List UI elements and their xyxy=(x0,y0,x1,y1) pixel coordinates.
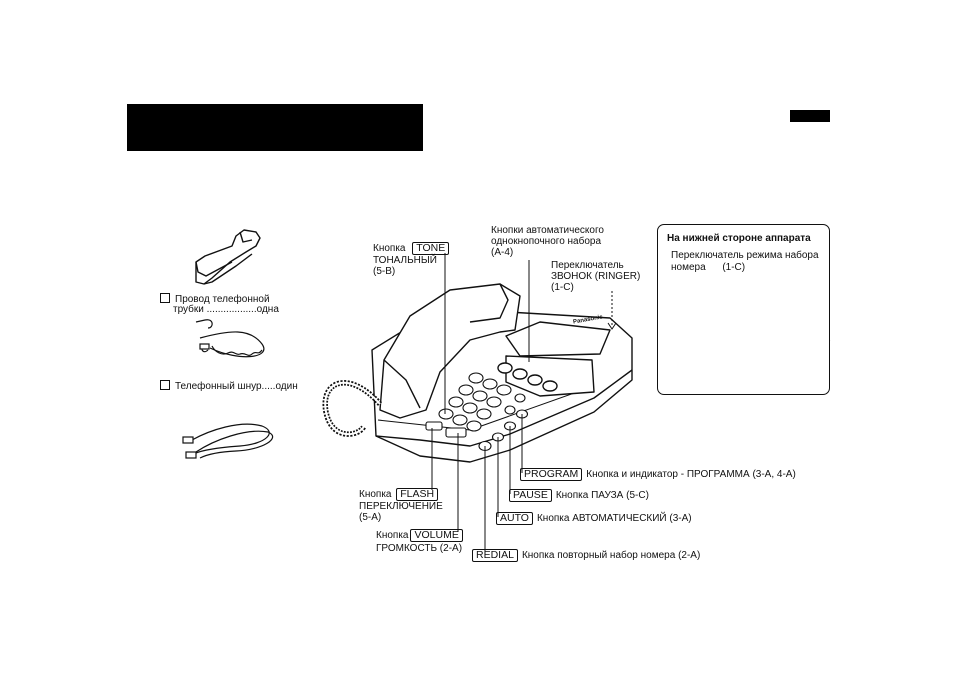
ringer-line1: Переключатель xyxy=(551,260,624,272)
tone-label: Кнопка TONE xyxy=(373,242,453,255)
volume-key: VOLUME xyxy=(410,529,462,542)
flash-key: FLASH xyxy=(396,488,438,501)
dial-mode-line2: номера (1-C) xyxy=(671,262,745,274)
auto-label: AUTO Кнопка АВТОМАТИЧЕСКИЙ (3-A) xyxy=(496,512,692,525)
one-touch-line3: (A-4) xyxy=(491,247,513,259)
redial-label: REDIAL Кнопка повторный набор номера (2-A… xyxy=(472,549,700,562)
line-cord-item: Телефонный шнур.....один xyxy=(160,380,298,393)
flash-line3: (5-A) xyxy=(359,512,381,524)
checkbox-icon xyxy=(160,293,170,303)
tone-key: TONE xyxy=(412,242,449,255)
handset-cord-line2: трубки ..................одна xyxy=(173,304,279,316)
pause-key: PAUSE xyxy=(509,489,552,502)
program-text: Кнопка и индикатор - ПРОГРАММА (3-A, 4-A… xyxy=(586,469,796,480)
ringer-line3: (1-C) xyxy=(551,282,574,294)
line-cord-illustration xyxy=(183,424,273,458)
tone-prefix: Кнопка xyxy=(373,243,405,254)
ringer-line2: ЗВОНОК (RINGER) xyxy=(551,271,640,283)
redial-key: REDIAL xyxy=(472,549,518,562)
checkbox-icon xyxy=(160,380,170,390)
tone-line3: (5-B) xyxy=(373,266,395,278)
program-key: PROGRAM xyxy=(520,468,582,481)
tone-line2: ТОНАЛЬНЫЙ xyxy=(373,255,437,267)
line-cord-label: Телефонный шнур.....один xyxy=(175,381,298,392)
flash-prefix: Кнопка xyxy=(359,489,391,500)
auto-key: AUTO xyxy=(496,512,533,525)
program-label: PROGRAM Кнопка и индикатор - ПРОГРАММА (3… xyxy=(520,468,796,481)
coiled-cord-illustration xyxy=(196,320,264,357)
flash-label: Кнопка FLASH xyxy=(359,488,442,501)
redial-text: Кнопка повторный набор номера (2-A) xyxy=(522,550,700,561)
volume-prefix: Кнопка xyxy=(376,530,408,541)
volume-line2: ГРОМКОСТЬ (2-A) xyxy=(376,543,462,555)
dial-mode-line1: Переключатель режима набора xyxy=(671,250,819,262)
one-touch-line1: Кнопки автоматического xyxy=(491,225,604,237)
one-touch-line2: однокнопочного набора xyxy=(491,236,601,248)
telephone-illustration xyxy=(325,284,632,462)
flash-line2: ПЕРЕКЛЮЧЕНИЕ xyxy=(359,501,443,513)
pause-label: PAUSE Кнопка ПАУЗА (5-C) xyxy=(509,489,649,502)
auto-text: Кнопка АВТОМАТИЧЕСКИЙ (3-A) xyxy=(537,513,692,524)
bottom-panel-title: На нижней стороне аппарата xyxy=(667,233,811,245)
pause-text: Кнопка ПАУЗА (5-C) xyxy=(556,490,649,501)
handset-illustration xyxy=(196,230,260,284)
